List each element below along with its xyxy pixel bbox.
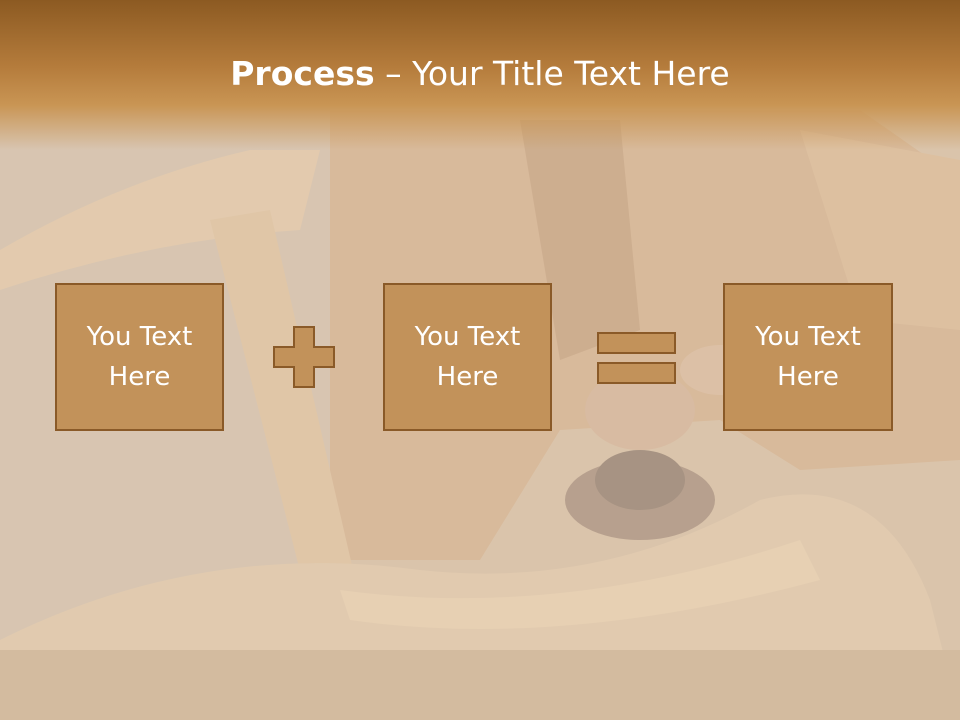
step-label-2: You Text Here xyxy=(414,322,521,392)
step-box-2[interactable]: You Text Here xyxy=(383,283,552,431)
equals-icon xyxy=(597,332,676,384)
title-bold: Process xyxy=(230,54,375,93)
step-box-1[interactable]: You Text Here xyxy=(55,283,224,431)
step-label-1: You Text Here xyxy=(86,322,193,392)
title-bar xyxy=(0,0,960,150)
slide-title[interactable]: Process – Your Title Text Here xyxy=(0,52,960,96)
step-label-3: You Text Here xyxy=(755,322,861,392)
title-rest: – Your Title Text Here xyxy=(374,54,730,93)
plus-icon xyxy=(273,326,335,388)
step-box-3[interactable]: You Text Here xyxy=(723,283,893,431)
